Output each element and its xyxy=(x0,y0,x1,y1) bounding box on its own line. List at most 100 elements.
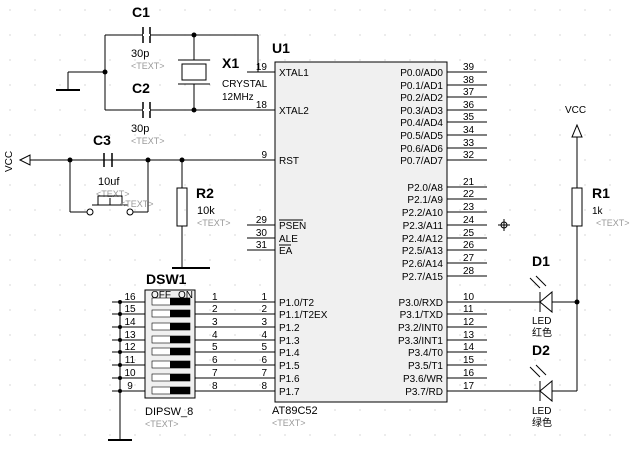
capacitor-c2[interactable]: C2 30p <TEXT> xyxy=(131,80,165,146)
chip-u1[interactable]: U1 AT89C52 <TEXT> xyxy=(272,40,448,428)
r1-value: 1k xyxy=(592,206,604,217)
pin-number: 25 xyxy=(463,228,475,239)
pin-name: XTAL1 xyxy=(279,68,309,79)
pin-number: 9 xyxy=(261,150,267,161)
chip-pin-left[interactable]: 3P1.2 xyxy=(247,317,300,334)
pin-number: 32 xyxy=(463,150,475,161)
d2-type: LED xyxy=(532,406,551,417)
crystal-x1[interactable]: X1 CRYSTAL 12MHz xyxy=(178,35,268,110)
c3-ref: C3 xyxy=(93,132,111,148)
chip-pin-left[interactable]: 7P1.6 xyxy=(247,368,300,385)
pin-name: P3.3/INT1 xyxy=(398,336,443,347)
pin-name: P1.2 xyxy=(279,323,300,334)
d1-color: 红色 xyxy=(532,326,552,339)
pin-name: PSEN xyxy=(279,221,306,232)
dip-ground xyxy=(108,302,132,441)
vcc-right-terminal[interactable]: VCC xyxy=(565,105,586,188)
c3-text-placeholder: <TEXT> xyxy=(96,189,130,199)
pin-number: 39 xyxy=(463,62,475,73)
pin-name: ALE xyxy=(279,234,298,245)
pin-number: 13 xyxy=(463,330,475,341)
pin-number: 6 xyxy=(261,355,267,366)
dip-pin-left: 11 xyxy=(125,355,136,366)
r1-ref: R1 xyxy=(592,185,610,201)
pin-name: P3.7/RD xyxy=(405,387,443,398)
pin-name: P2.6/A14 xyxy=(402,259,444,270)
pin-number: 21 xyxy=(463,177,475,188)
capacitor-c1[interactable]: C1 30p <TEXT> xyxy=(131,4,165,71)
chip-pin-left[interactable]: 2P1.1/T2EX xyxy=(247,304,328,321)
pin-number: 4 xyxy=(261,330,267,341)
pin-name: P2.3/A11 xyxy=(403,221,444,232)
dsw-off-label: OFF xyxy=(151,290,171,301)
resistor-r2[interactable]: R2 10k <TEXT> xyxy=(172,160,231,269)
led-d2[interactable]: D2 LED 绿色 xyxy=(487,342,577,429)
pin-name: P3.5/T1 xyxy=(408,361,443,372)
pin-number: 2 xyxy=(261,304,267,315)
pin-number: 22 xyxy=(463,189,475,200)
chip-pin-left[interactable]: 8P1.7 xyxy=(247,381,300,398)
chip-text-placeholder: <TEXT> xyxy=(272,418,306,428)
dsw-text-placeholder: <TEXT> xyxy=(145,419,179,429)
pin-number: 12 xyxy=(463,317,475,328)
chip-pin-left[interactable]: 1P1.0/T2 xyxy=(247,292,314,309)
pin-name: P1.6 xyxy=(279,374,300,385)
dip-pin-right: 4 xyxy=(212,330,218,341)
pin-name: P0.6/AD6 xyxy=(400,144,443,155)
chip-pin-left[interactable]: 6P1.5 xyxy=(247,355,300,372)
c1-value: 30p xyxy=(131,48,149,60)
switch-text-placeholder: <TEXT> xyxy=(120,199,154,209)
dsw-on-label: ON xyxy=(178,290,193,301)
pin-number: 7 xyxy=(261,368,267,379)
c2-ref: C2 xyxy=(132,80,150,96)
pin-number: 17 xyxy=(463,381,475,392)
chip-pin-left[interactable]: 4P1.3 xyxy=(247,330,300,347)
chip-pin-left[interactable]: 5P1.4 xyxy=(247,342,300,359)
reset-switch[interactable]: <TEXT> xyxy=(86,195,154,216)
capacitor-c3[interactable]: C3 10uf <TEXT> xyxy=(69,132,149,213)
pin-name: P0.2/AD2 xyxy=(400,93,443,104)
dsw-part: DIPSW_8 xyxy=(145,406,193,418)
resistor-r1[interactable]: R1 1k <TEXT> xyxy=(571,185,630,391)
pin-name: P3.0/RXD xyxy=(399,298,443,309)
vcc-left-terminal[interactable]: VCC xyxy=(4,151,275,172)
dip-pin-right: 7 xyxy=(212,368,218,379)
led-d1[interactable]: D1 LED 红色 xyxy=(487,253,577,339)
pin-number: 14 xyxy=(463,342,475,353)
